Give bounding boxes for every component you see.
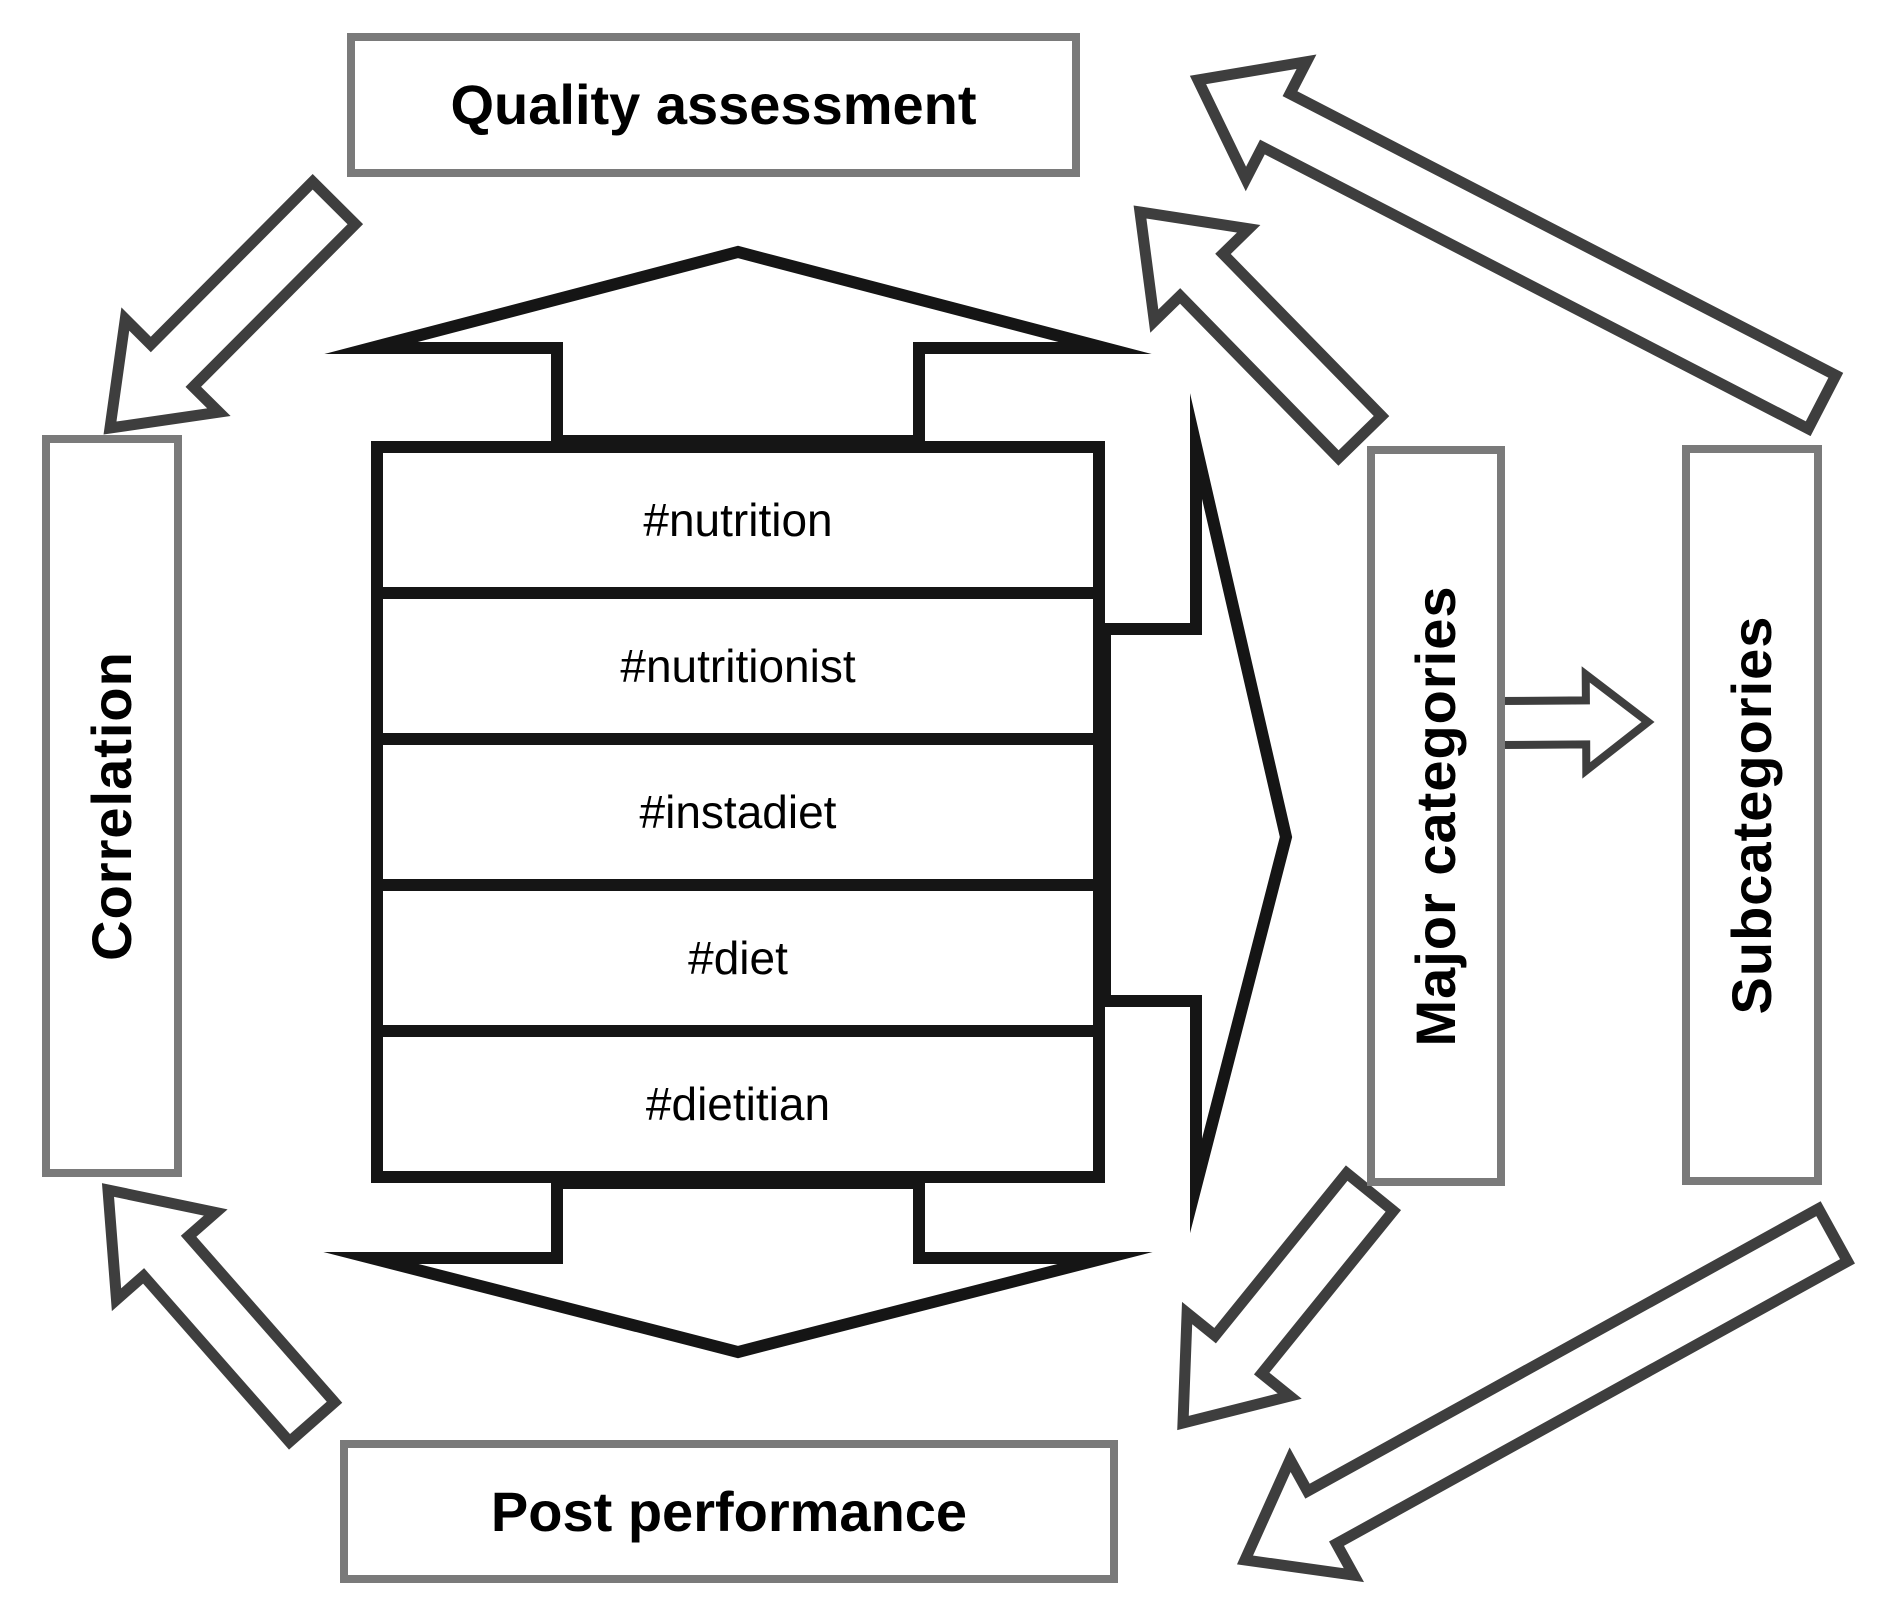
hashtag-row-dietitian: #dietitian [383, 1037, 1093, 1171]
major-categories-box: Major categories [1367, 446, 1505, 1186]
quality-assessment-box: Quality assessment [347, 33, 1080, 177]
correlation-label: Correlation [80, 651, 143, 961]
subcategories-box: Subcategories [1682, 445, 1822, 1185]
right-block-arrow [1099, 393, 1293, 1234]
quality-assessment-label: Quality assessment [450, 73, 977, 136]
arrow-major-to-subcategories [1495, 666, 1655, 779]
hashtag-row-nutritionist: #nutritionist [383, 599, 1093, 745]
subcategories-label: Subcategories [1720, 615, 1783, 1015]
correlation-box: Correlation [42, 435, 182, 1177]
up-block-arrow [324, 245, 1152, 447]
arrow-quality-to-correlation [103, 174, 364, 435]
hashtag-row-diet: #diet [383, 891, 1093, 1037]
arrow-subcategories-to-post [1236, 1201, 1855, 1583]
arrow-major-to-top [1133, 205, 1390, 466]
arrow-post-to-correlation [101, 1183, 343, 1450]
hashtag-stack: #nutrition #nutritionist #instadiet #die… [371, 441, 1105, 1183]
down-block-arrow [323, 1177, 1153, 1359]
hashtag-row-nutrition: #nutrition [383, 453, 1093, 599]
major-categories-label: Major categories [1404, 585, 1467, 1047]
post-performance-box: Post performance [340, 1440, 1118, 1583]
hashtag-row-instadiet: #instadiet [383, 745, 1093, 891]
post-performance-label: Post performance [490, 1479, 968, 1543]
arrow-subcategories-to-top [1189, 54, 1844, 437]
arrow-major-to-post [1177, 1165, 1402, 1431]
